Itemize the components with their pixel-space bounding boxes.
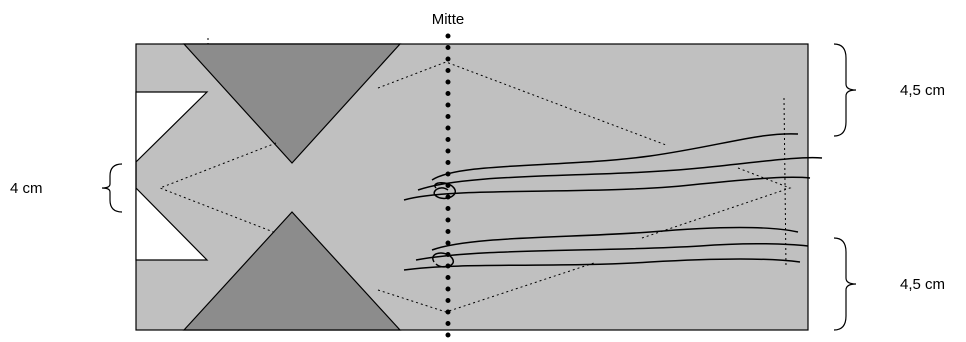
left-notch (135, 91, 209, 261)
left-width-label: 4 cm (10, 180, 43, 197)
left-brace (101, 163, 123, 213)
bottom-right-label: 4,5 cm (900, 276, 945, 293)
top-right-label: 4,5 cm (900, 82, 945, 99)
bottom-triangle (182, 211, 402, 331)
top-triangle (182, 43, 402, 164)
top-right-brace (833, 43, 857, 137)
center-label: Mitte (432, 11, 465, 28)
flow-curves (403, 133, 823, 271)
bottom-right-brace (833, 237, 857, 331)
